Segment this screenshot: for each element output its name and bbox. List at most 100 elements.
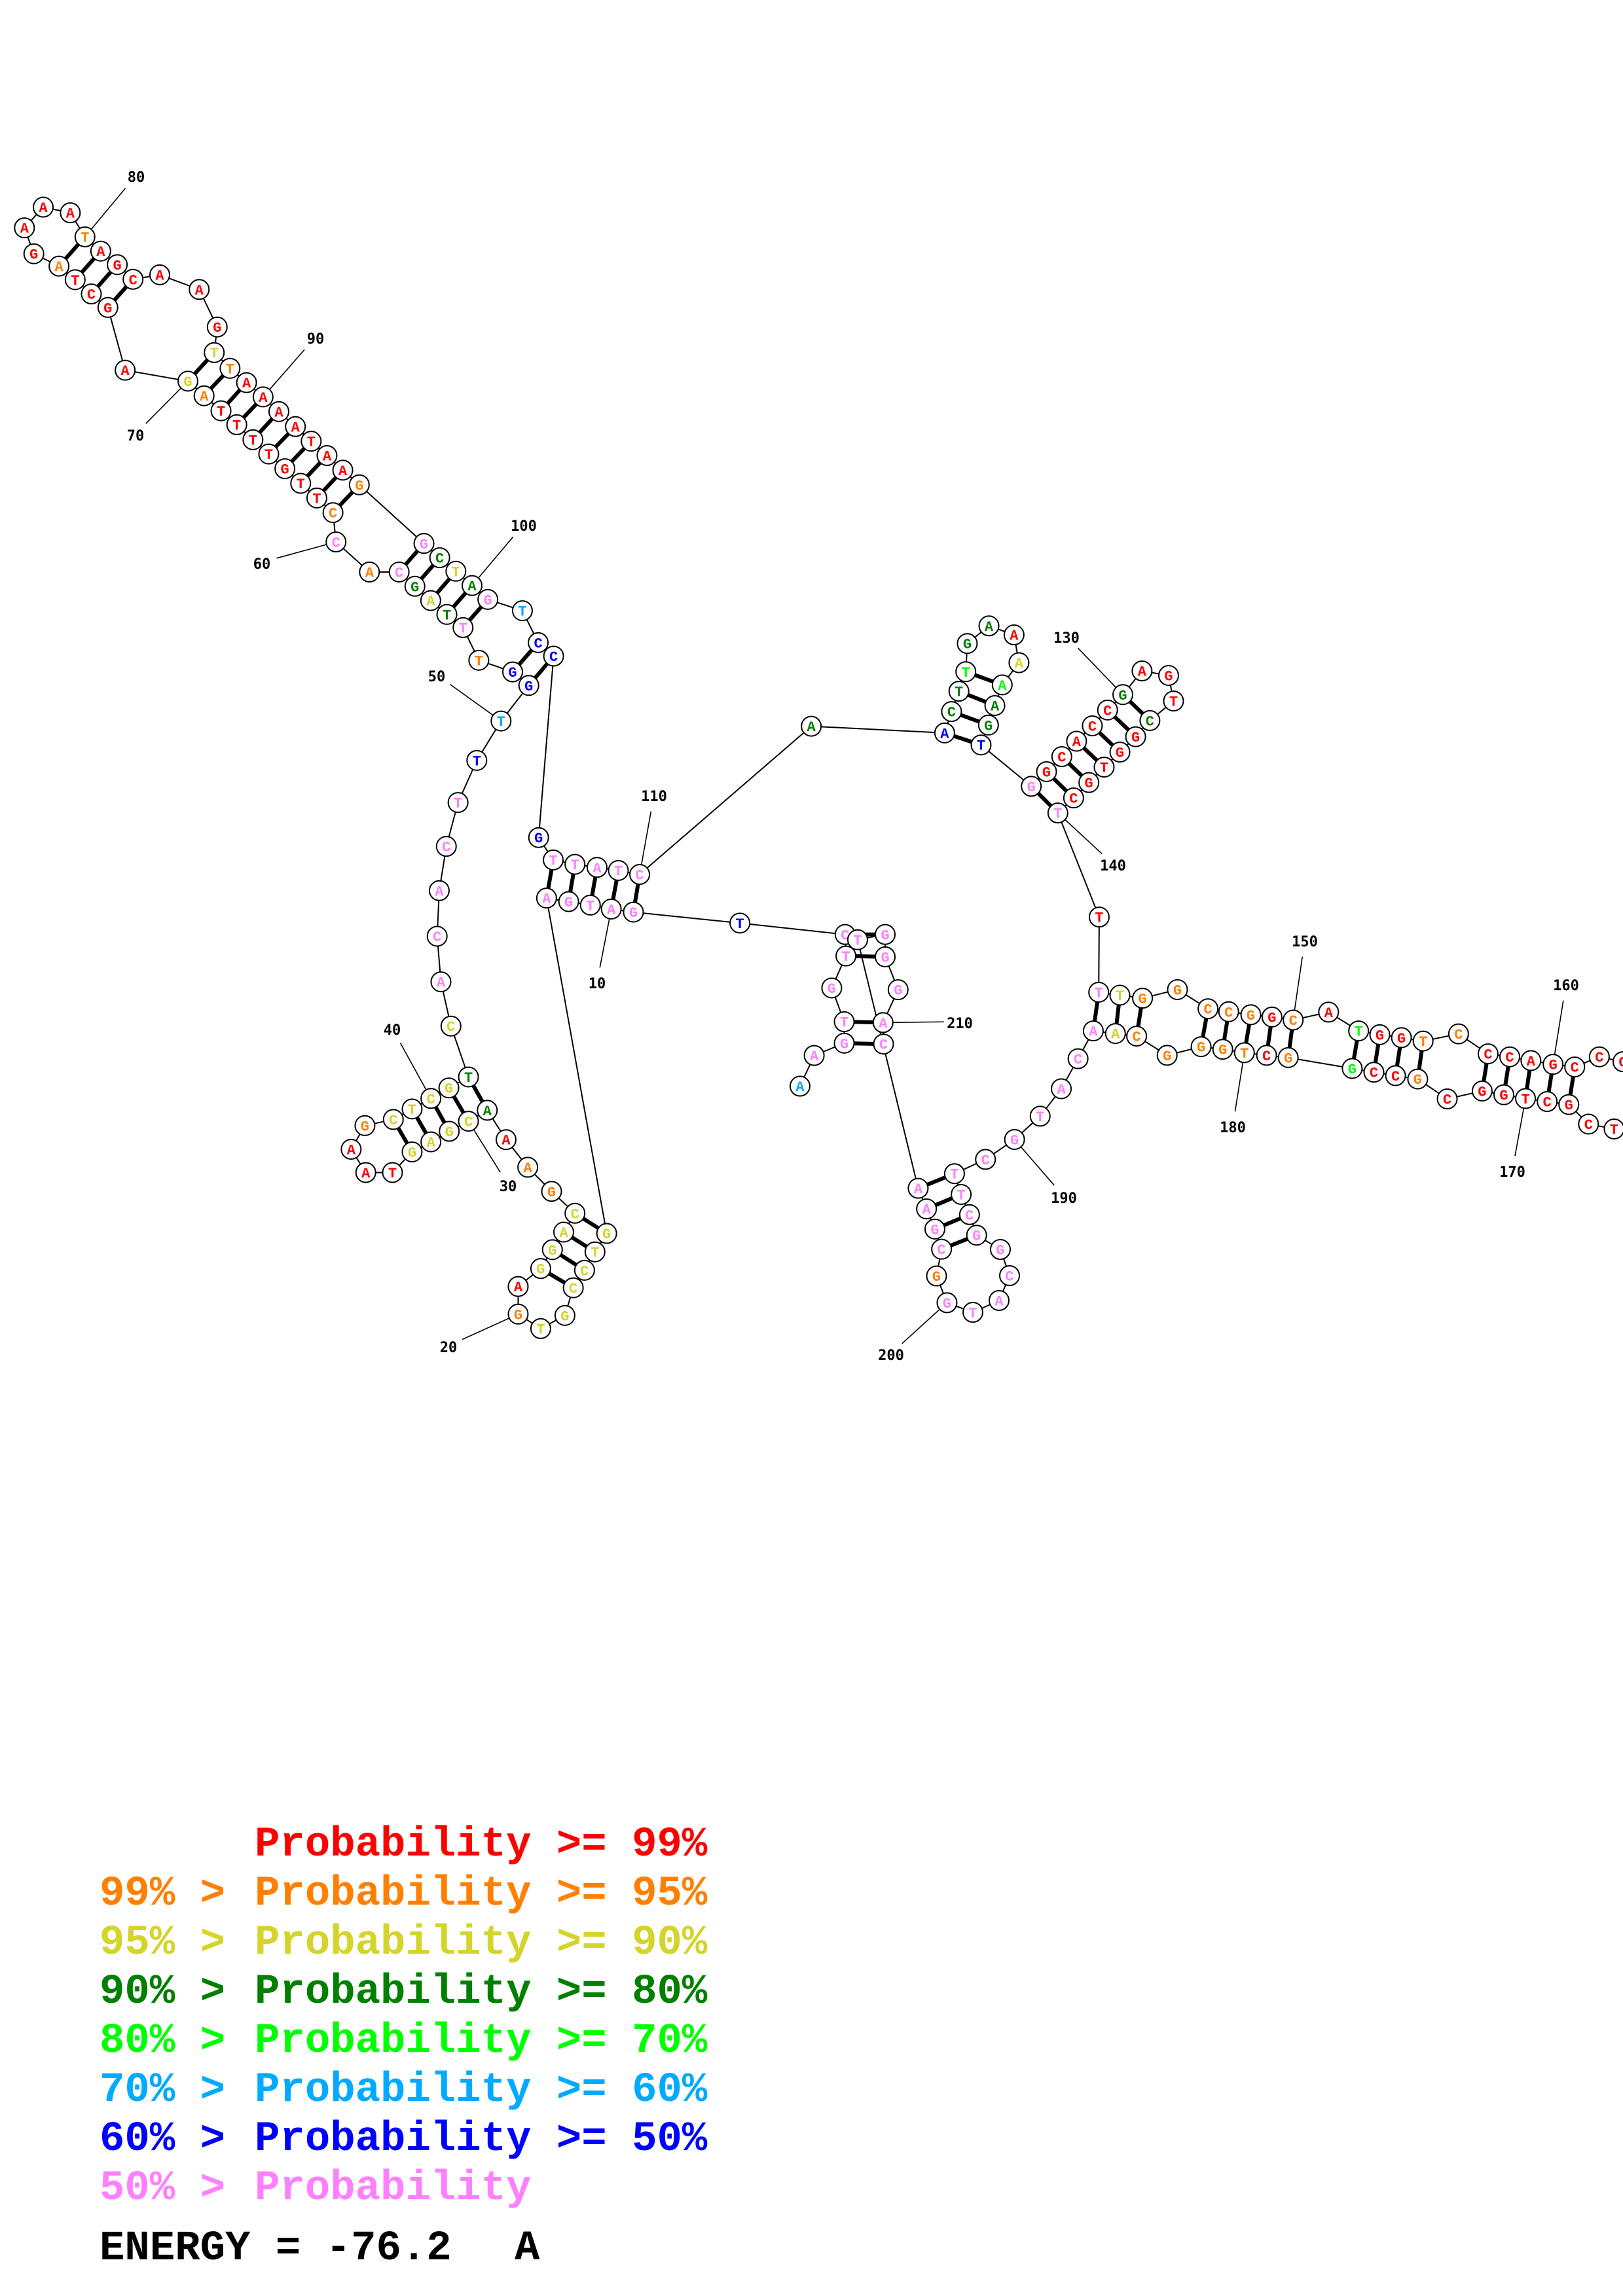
- backbone-segment: [639, 725, 812, 875]
- nucleotide-circle: [543, 645, 564, 667]
- nucleotide-7: C: [834, 924, 856, 945]
- nucleotide-circle: [962, 1302, 983, 1323]
- nucleotide-circle: [1167, 978, 1188, 1000]
- nucleotide-176: C: [1363, 1062, 1385, 1083]
- nucleotide-circle: [1093, 757, 1115, 778]
- nucleotide-base: G: [524, 679, 533, 695]
- nucleotide-178: G: [1277, 1047, 1299, 1068]
- nucleotide-57: G: [404, 575, 426, 597]
- legend-entry: 99% >Probability >= 95%: [100, 1871, 708, 1918]
- nucleotide-base: G: [508, 665, 517, 681]
- backbone-segment: [359, 484, 425, 545]
- nucleotide-base: G: [564, 895, 573, 911]
- nucleotide-140: T: [1047, 802, 1068, 824]
- nucleotide-base: A: [274, 404, 283, 421]
- nucleotide-base: G: [1118, 688, 1127, 704]
- nucleotide-80: T: [74, 226, 96, 247]
- nucleotide-base: T: [1355, 1024, 1363, 1041]
- nucleotide-66: T: [242, 429, 264, 450]
- nucleotide-circle: [1385, 1065, 1406, 1086]
- nucleotide-circle: [1407, 1068, 1429, 1090]
- nucleotide-circle: [226, 414, 247, 435]
- nucleotide-circle: [325, 531, 347, 553]
- nucleotide-base: A: [1015, 656, 1024, 672]
- nucleotide-base: A: [1527, 1054, 1536, 1070]
- nucleotide-base: A: [1072, 734, 1082, 751]
- nucleotide-39: T: [401, 1098, 423, 1120]
- nucleotide-circle: [554, 1304, 575, 1326]
- nucleotide-14: G: [596, 1223, 617, 1244]
- nucleotide-circle: [1493, 1084, 1514, 1105]
- nucleotide-circle: [359, 561, 380, 583]
- nucleotide-210: A: [872, 1012, 894, 1033]
- position-label-leader: [1552, 1000, 1564, 1065]
- nucleotide-circle: [934, 722, 955, 744]
- nucleotide-circle: [206, 316, 228, 338]
- nucleotide-35: A: [355, 1162, 376, 1183]
- nucleotide-base: C: [571, 1206, 579, 1223]
- nucleotide-4: T: [833, 1011, 855, 1033]
- legend-entry: 50% >Probability: [100, 2165, 531, 2212]
- nucleotide-circle: [951, 1183, 972, 1205]
- nucleotide-circle: [355, 1162, 376, 1183]
- nucleotide-circle: [833, 1032, 855, 1054]
- nucleotide-134: C: [1139, 709, 1161, 731]
- nucleotide-142: T: [1088, 981, 1110, 1003]
- nucleotide-150: C: [1283, 1009, 1304, 1031]
- nucleotide-circle: [435, 836, 457, 857]
- nucleotide-107: T: [564, 853, 586, 875]
- nucleotide-circle: [462, 575, 483, 596]
- nucleotide-base: G: [410, 579, 419, 596]
- base-pair-lines: [57, 235, 1577, 1290]
- nucleotide-3: G: [833, 1032, 855, 1054]
- nucleotide-21: A: [507, 1276, 529, 1297]
- position-labels: 1020304050607080901001101301401501601701…: [84, 170, 1579, 1364]
- nucleotide-circle: [1104, 1023, 1126, 1045]
- nucleotide-9: G: [623, 901, 644, 923]
- nucleotide-43: C: [440, 1015, 462, 1037]
- nucleotide-149: G: [1261, 1006, 1283, 1028]
- nucleotide-base: G: [29, 247, 38, 263]
- nucleotide-90: A: [252, 386, 274, 408]
- nucleotide-base: A: [795, 1079, 805, 1096]
- nucleotide-173: C: [1436, 1088, 1458, 1109]
- nucleotide-base: A: [20, 221, 29, 238]
- nucleotide-circle: [517, 1157, 539, 1178]
- nucleotide-base: C: [1584, 1117, 1593, 1134]
- nucleotide-circle: [1256, 1045, 1277, 1066]
- nucleotide-circle: [401, 1141, 423, 1162]
- nucleotide-base: T: [614, 863, 623, 880]
- nucleotide-32: A: [420, 1131, 442, 1153]
- nucleotide-circle: [1564, 1056, 1586, 1078]
- nucleotide-circle: [957, 633, 978, 655]
- nucleotide-base: A: [1089, 1024, 1098, 1041]
- nucleotide-base: T: [853, 933, 862, 949]
- nucleotide-183: G: [1156, 1045, 1178, 1066]
- nucleotide-base: G: [943, 1296, 951, 1312]
- nucleotide-base: G: [930, 1222, 939, 1238]
- nucleotide-circle: [1233, 1042, 1255, 1064]
- nucleotide-base: G: [113, 258, 122, 274]
- nucleotide-circle: [528, 632, 549, 653]
- nucleotide-base: T: [81, 230, 89, 246]
- nucleotide-170: T: [1515, 1088, 1537, 1109]
- nucleotide-11: T: [579, 894, 601, 916]
- nucleotide-circle: [490, 710, 512, 732]
- nucleotide-circle: [875, 924, 896, 945]
- nucleotide-base: T: [1100, 761, 1108, 777]
- nucleotide-base: C: [534, 636, 542, 652]
- legend-range-text: Probability >= 50%: [255, 2116, 708, 2163]
- nucleotide-129: C: [1097, 699, 1118, 721]
- nucleotide-146: C: [1197, 998, 1219, 1020]
- nucleotide-circle: [1471, 1080, 1493, 1102]
- nucleotide-circle: [1125, 726, 1146, 747]
- nucleotide-circle: [1348, 1020, 1370, 1042]
- nucleotide-base: A: [1138, 664, 1147, 681]
- nucleotide-base: G: [963, 637, 972, 653]
- nucleotide-190: G: [1004, 1128, 1025, 1150]
- nucleotide-203: G: [924, 1218, 945, 1240]
- nucleotide-base: C: [329, 506, 337, 522]
- nucleotide-148: G: [1240, 1004, 1262, 1026]
- nucleotide-base: A: [807, 719, 816, 736]
- nucleotide-circle: [1218, 1001, 1239, 1022]
